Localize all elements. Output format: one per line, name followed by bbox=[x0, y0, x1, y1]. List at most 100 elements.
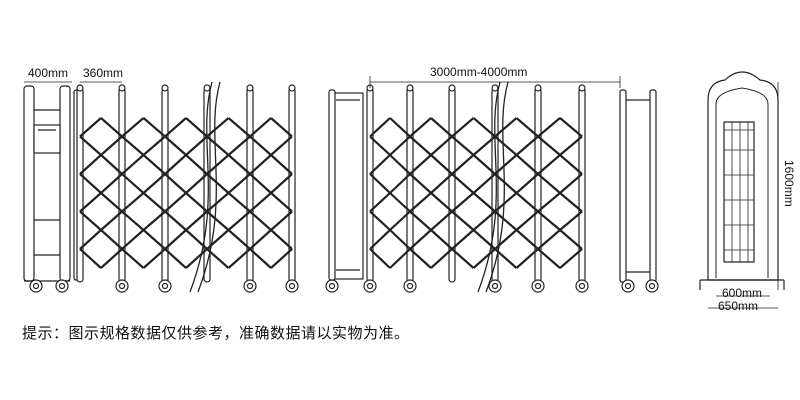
lattice-bar bbox=[100, 154, 123, 175]
lattice-bar bbox=[515, 229, 539, 250]
lattice-bar bbox=[409, 229, 432, 250]
lattice-bar bbox=[100, 229, 123, 250]
lattice-bar bbox=[537, 210, 561, 231]
lattice-bar bbox=[559, 229, 583, 250]
post-cap bbox=[118, 84, 126, 92]
head-post bbox=[59, 85, 71, 282]
post-cap bbox=[406, 84, 414, 92]
post bbox=[118, 87, 126, 283]
head-post bbox=[23, 85, 35, 282]
break-curve bbox=[477, 81, 501, 293]
lattice-bar bbox=[472, 117, 496, 138]
post-cap bbox=[203, 84, 211, 92]
lattice-bar bbox=[430, 210, 453, 231]
lattice-bar bbox=[494, 210, 518, 231]
lattice-bar bbox=[249, 210, 272, 231]
post bbox=[161, 87, 169, 283]
lattice-bar bbox=[369, 229, 391, 250]
lattice-bar bbox=[164, 210, 187, 231]
lattice-bar bbox=[164, 248, 187, 269]
lattice-bar bbox=[79, 192, 102, 213]
lattice-bar bbox=[206, 210, 230, 231]
post-cap bbox=[76, 84, 84, 92]
lattice-bar bbox=[494, 173, 518, 194]
lattice-bar bbox=[249, 117, 272, 138]
lattice-bar bbox=[451, 248, 475, 269]
lattice-bar bbox=[249, 154, 272, 175]
lattice-bar bbox=[389, 117, 411, 138]
lattice-bar bbox=[472, 135, 496, 156]
lattice-bar bbox=[409, 173, 432, 194]
lattice-bar bbox=[185, 210, 208, 231]
lattice-bar bbox=[389, 210, 411, 231]
post bbox=[578, 87, 586, 283]
lattice-bar bbox=[451, 117, 475, 138]
post-cap bbox=[288, 84, 296, 92]
lattice-bar bbox=[227, 154, 251, 175]
lattice-bar bbox=[227, 229, 251, 250]
post-cap bbox=[534, 84, 542, 92]
lattice-bar bbox=[100, 173, 123, 194]
lattice-bar bbox=[142, 117, 166, 138]
lattice-bar bbox=[142, 135, 166, 156]
wheel-hub bbox=[406, 282, 414, 290]
lattice-bar bbox=[100, 248, 123, 269]
lattice-bar bbox=[270, 117, 293, 138]
lattice-bar bbox=[270, 229, 293, 250]
wheel-hub bbox=[366, 282, 374, 290]
wheel-hub bbox=[491, 282, 499, 290]
lattice-bar bbox=[369, 248, 391, 269]
side-window bbox=[723, 121, 755, 263]
lattice-bar bbox=[185, 248, 208, 269]
lattice-bar bbox=[389, 154, 411, 175]
lattice-bar bbox=[79, 173, 102, 194]
lattice-bar bbox=[559, 248, 583, 269]
post bbox=[288, 87, 296, 283]
post-cap bbox=[491, 84, 499, 92]
lattice-bar bbox=[389, 135, 411, 156]
lattice-bar bbox=[249, 192, 272, 213]
wheel-hub bbox=[624, 282, 632, 290]
lattice-bar bbox=[142, 173, 166, 194]
lattice-bar bbox=[430, 135, 453, 156]
lattice-bar bbox=[389, 248, 411, 269]
post bbox=[448, 87, 456, 283]
control-box bbox=[33, 124, 61, 154]
lattice-bar bbox=[206, 154, 230, 175]
dim-base-inner: 600mm bbox=[722, 286, 762, 300]
lattice-bar bbox=[430, 173, 453, 194]
lattice-bar bbox=[472, 192, 496, 213]
lattice-bar bbox=[100, 135, 123, 156]
wheel-hub bbox=[32, 282, 40, 290]
lattice-bar bbox=[100, 117, 123, 138]
lattice-bar bbox=[121, 154, 145, 175]
post bbox=[366, 87, 374, 283]
lattice-bar bbox=[559, 210, 583, 231]
lattice-bar bbox=[121, 248, 145, 269]
lattice-bar bbox=[79, 117, 102, 138]
lattice-bar bbox=[206, 192, 230, 213]
post-cap bbox=[578, 84, 586, 92]
lattice-bar bbox=[537, 117, 561, 138]
break-curve bbox=[485, 81, 509, 293]
lattice-bar bbox=[494, 117, 518, 138]
lattice-bar bbox=[164, 229, 187, 250]
dim-height: 1600mm bbox=[782, 160, 796, 207]
lattice-bar bbox=[472, 154, 496, 175]
end-bar bbox=[649, 89, 657, 283]
lattice-bar bbox=[206, 117, 230, 138]
lattice-bar bbox=[537, 154, 561, 175]
lattice-bar bbox=[270, 135, 293, 156]
wheel-hub bbox=[578, 282, 586, 290]
lattice-bar bbox=[409, 154, 432, 175]
lattice-bar bbox=[79, 135, 102, 156]
wheel-hub bbox=[288, 282, 296, 290]
lattice-bar bbox=[185, 135, 208, 156]
lattice-bar bbox=[451, 229, 475, 250]
lattice-bar bbox=[121, 173, 145, 194]
lattice-bar bbox=[451, 154, 475, 175]
lattice-bar bbox=[227, 135, 251, 156]
wheel-hub bbox=[534, 282, 542, 290]
